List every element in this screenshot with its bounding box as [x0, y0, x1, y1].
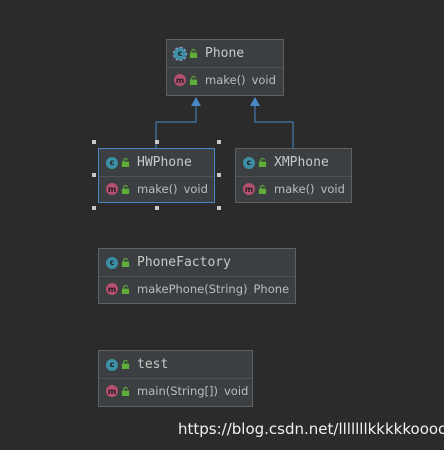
method-row[interactable]: m make() void	[236, 177, 351, 201]
class-xmphone-header: c XMPhone	[236, 149, 351, 177]
public-lock-icon	[121, 158, 130, 167]
class-phone[interactable]: c Phone m make() void	[166, 39, 284, 96]
class-hwphone-name: HWPhone	[137, 155, 192, 170]
class-test-name: test	[137, 357, 169, 372]
resize-handle[interactable]	[92, 173, 96, 177]
class-phone-header: c Phone	[167, 40, 283, 68]
class-test[interactable]: c test m main(String[]) void	[98, 350, 253, 407]
class-phonefactory[interactable]: c PhoneFactory m makePhone(String) Phone	[98, 248, 296, 304]
method-icon: m	[106, 183, 118, 195]
method-signature: main(String[])	[137, 384, 218, 398]
method-signature: make()	[274, 182, 315, 196]
class-xmphone-name: XMPhone	[274, 155, 329, 170]
method-icon: m	[106, 283, 118, 295]
watermark-text: https://blog.csdn.net/lllllllkkkkkooooo	[178, 420, 444, 438]
class-icon: c	[106, 156, 118, 169]
method-icon: m	[106, 385, 118, 397]
class-hwphone[interactable]: c HWPhone m make() void	[98, 148, 215, 203]
class-icon: c	[106, 358, 118, 371]
method-signature: make()	[205, 73, 246, 87]
public-lock-icon	[121, 184, 130, 194]
class-icon: c	[243, 156, 255, 169]
method-signature: makePhone(String)	[137, 282, 248, 296]
resize-handle[interactable]	[92, 140, 96, 144]
method-return-type: void	[183, 182, 208, 196]
resize-handle[interactable]	[217, 206, 221, 210]
public-lock-icon	[258, 184, 267, 194]
method-icon: m	[243, 183, 255, 195]
resize-handle[interactable]	[217, 140, 221, 144]
method-row[interactable]: m main(String[]) void	[99, 379, 252, 403]
resize-handle[interactable]	[217, 173, 221, 177]
resize-handle[interactable]	[155, 140, 159, 144]
resize-handle[interactable]	[155, 206, 159, 210]
class-icon: c	[173, 46, 187, 61]
method-signature: make()	[137, 182, 178, 196]
class-icon: c	[106, 256, 118, 269]
public-lock-icon	[189, 49, 198, 58]
method-return-type: void	[224, 384, 249, 398]
public-lock-icon	[189, 75, 198, 85]
method-return-type: void	[320, 182, 345, 196]
class-phone-name: Phone	[205, 46, 245, 61]
class-phonefactory-name: PhoneFactory	[137, 255, 231, 270]
public-lock-icon	[121, 258, 130, 267]
class-phonefactory-header: c PhoneFactory	[99, 249, 295, 277]
inheritance-arrow-icon	[191, 97, 201, 106]
resize-handle[interactable]	[92, 206, 96, 210]
class-hwphone-header: c HWPhone	[99, 149, 214, 177]
edge-hwphone-to-phone	[155, 97, 201, 148]
public-lock-icon	[258, 158, 267, 167]
edge-xmphone-to-phone	[250, 97, 294, 148]
class-test-header: c test	[99, 351, 252, 379]
class-xmphone[interactable]: c XMPhone m make() void	[235, 148, 352, 203]
method-row[interactable]: m makePhone(String) Phone	[99, 277, 295, 301]
method-row[interactable]: m make() void	[167, 68, 283, 92]
public-lock-icon	[121, 360, 130, 369]
method-return-type: Phone	[253, 282, 290, 296]
method-icon: m	[174, 74, 186, 86]
public-lock-icon	[121, 386, 130, 396]
inheritance-arrow-icon	[250, 97, 260, 106]
method-return-type: void	[251, 73, 276, 87]
public-lock-icon	[121, 284, 130, 294]
method-row[interactable]: m make() void	[99, 177, 214, 201]
